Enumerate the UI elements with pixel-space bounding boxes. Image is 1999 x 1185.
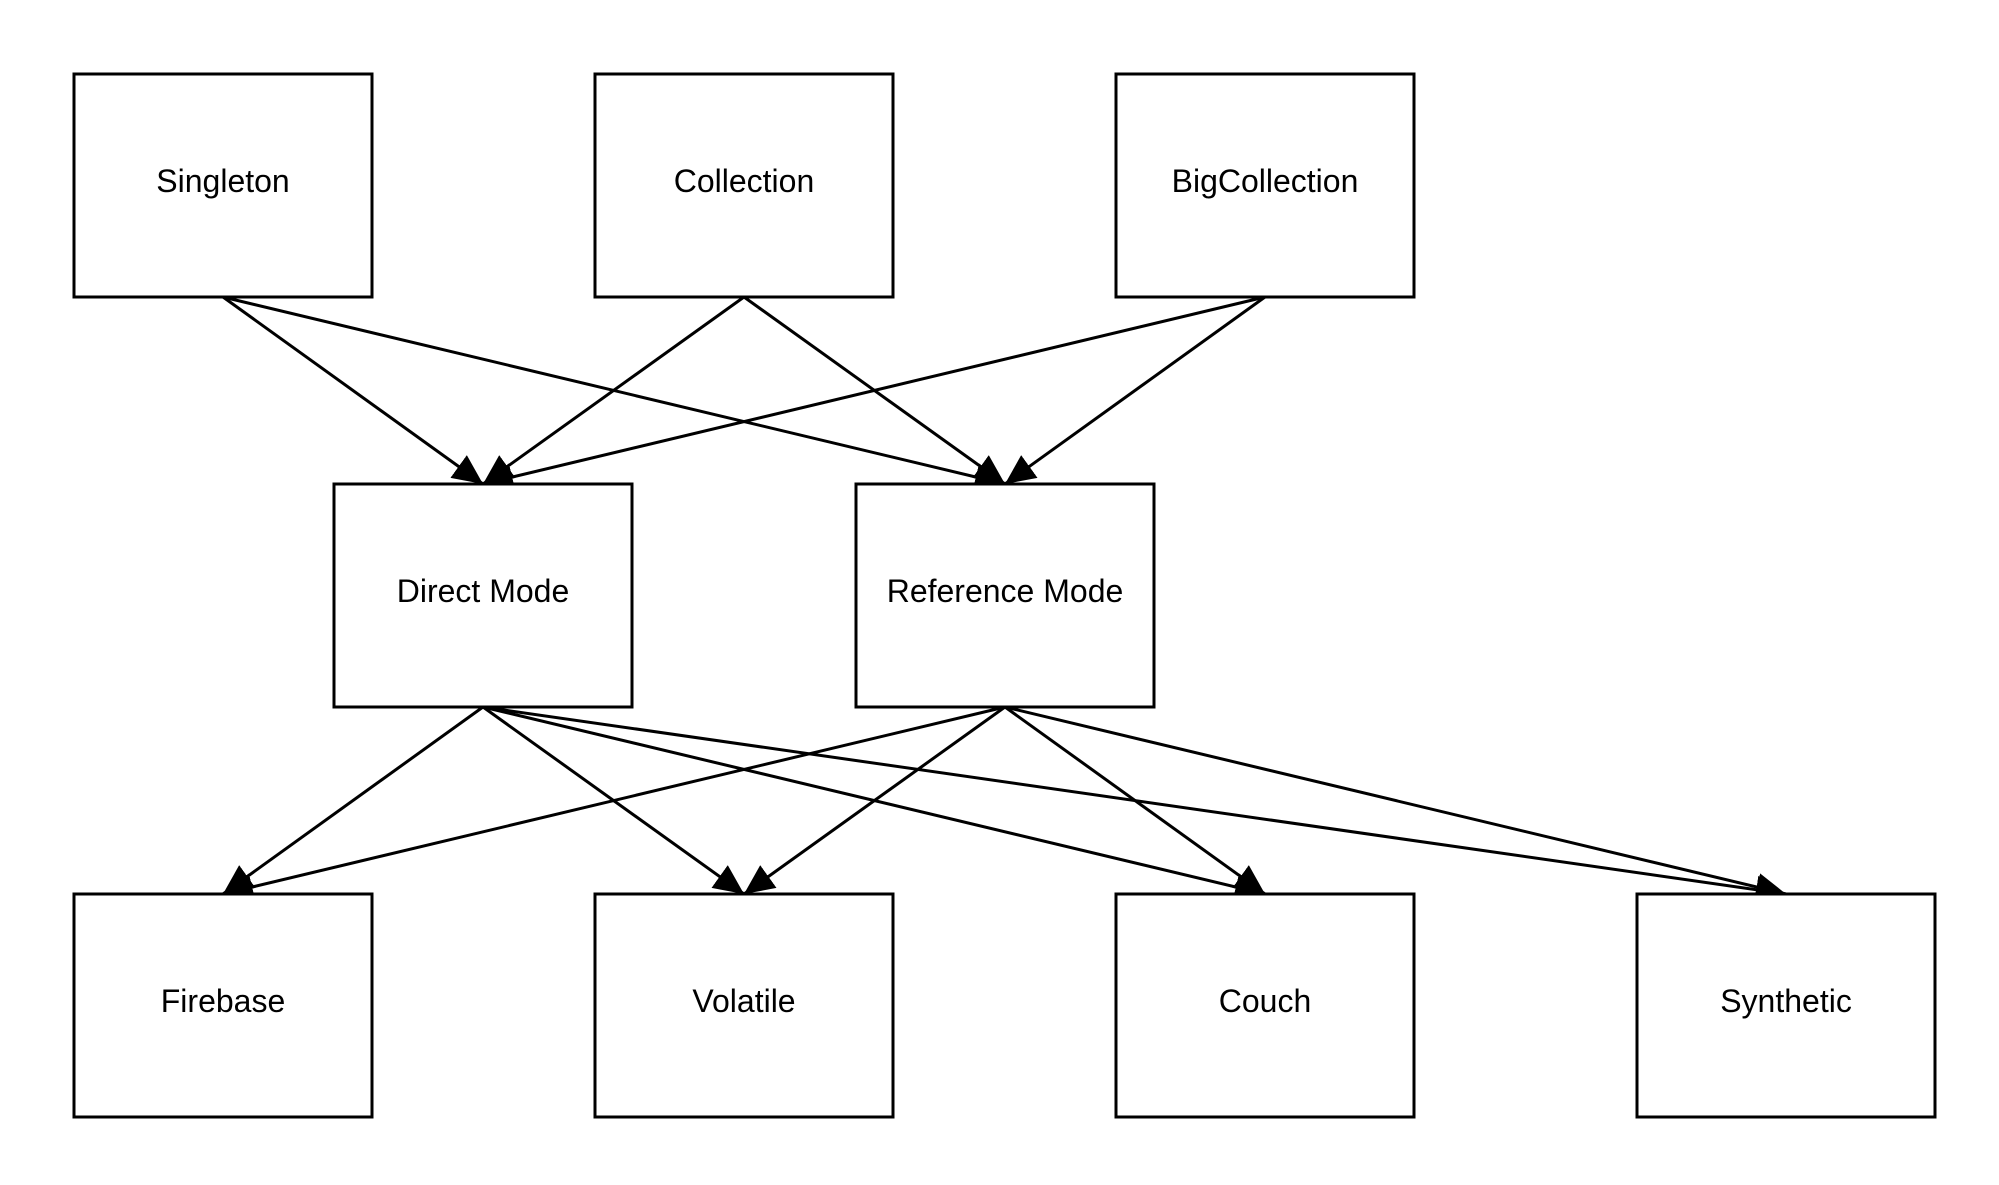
edge-direct-to-firebase xyxy=(222,705,484,896)
node-direct-mode: Direct Mode xyxy=(332,482,634,709)
edge-bigcollection-to-direct xyxy=(482,295,1266,491)
edge-reference-to-couch xyxy=(1004,705,1266,896)
edge-singleton-to-direct xyxy=(222,295,484,486)
node-reference-mode: Reference Mode xyxy=(854,482,1156,709)
node-collection: Collection xyxy=(593,72,895,299)
node-couch-label: Couch xyxy=(1219,983,1312,1019)
node-volatile-label: Volatile xyxy=(692,983,795,1019)
node-couch: Couch xyxy=(1114,892,1416,1119)
node-bigcollection: BigCollection xyxy=(1114,72,1416,299)
node-synthetic: Synthetic xyxy=(1635,892,1937,1119)
node-singleton-label: Singleton xyxy=(156,163,289,199)
node-singleton: Singleton xyxy=(72,72,374,299)
node-collection-label: Collection xyxy=(674,163,815,199)
node-firebase: Firebase xyxy=(72,892,374,1119)
node-bigcollection-label: BigCollection xyxy=(1172,163,1359,199)
edge-bigcollection-to-reference xyxy=(1004,295,1266,486)
node-direct-mode-label: Direct Mode xyxy=(397,573,570,609)
edge-reference-to-synthetic xyxy=(1004,705,1787,901)
node-volatile: Volatile xyxy=(593,892,895,1119)
node-reference-mode-label: Reference Mode xyxy=(887,573,1124,609)
edge-collection-to-direct xyxy=(482,295,745,486)
node-synthetic-label: Synthetic xyxy=(1720,983,1852,1019)
node-firebase-label: Firebase xyxy=(161,983,286,1019)
edge-reference-to-volatile xyxy=(743,705,1006,896)
edge-layer xyxy=(222,295,1787,904)
edge-reference-to-firebase xyxy=(222,705,1006,901)
